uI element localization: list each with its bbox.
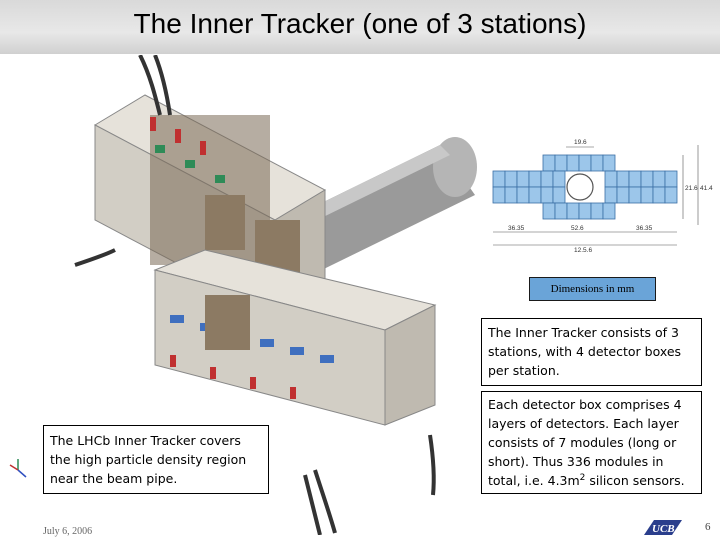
superscript-2: 2 [579,472,586,483]
axis-icon [9,459,27,478]
cables [74,55,436,535]
title-bar [0,0,720,54]
detector-text-part2: silicon sensors. [585,473,685,488]
dim-bottom-left: 36.35 [508,225,525,232]
dim-right-inner: 21.6 [685,185,698,192]
slide-title: The Inner Tracker (one of 3 stations) [133,8,587,39]
lower-box [153,249,437,426]
detector-box-text: Each detector box comprises 4 layers of … [481,391,702,494]
stations-text-box: The Inner Tracker consists of 3 stations… [481,318,702,386]
footer-date: July 6, 2006 [43,526,93,537]
dimension-drawing: 19.6 21.6 41.4 36.35 52.6 36.35 12.5.6 [492,139,713,254]
svg-text:UCB: UCB [652,523,675,535]
dimensions-label: Dimensions in mm [529,277,656,301]
logo: UCB [640,515,686,540]
beam-hole [566,173,594,201]
dim-bottom-mid: 52.6 [571,225,584,232]
sensor-layout [492,154,678,220]
detector-text-part1: Each detector box comprises 4 layers of … [488,397,682,488]
dim-top: 19.6 [574,139,587,146]
inner-tracker-3d-drawing [74,55,477,535]
page-number: 6 [705,521,711,533]
dim-bottom-right: 36.35 [636,225,653,232]
coverage-text-box: The LHCb Inner Tracker covers the high p… [43,425,269,494]
dim-bottom-total: 12.5.6 [574,247,592,254]
dim-right-outer: 41.4 [700,185,713,192]
